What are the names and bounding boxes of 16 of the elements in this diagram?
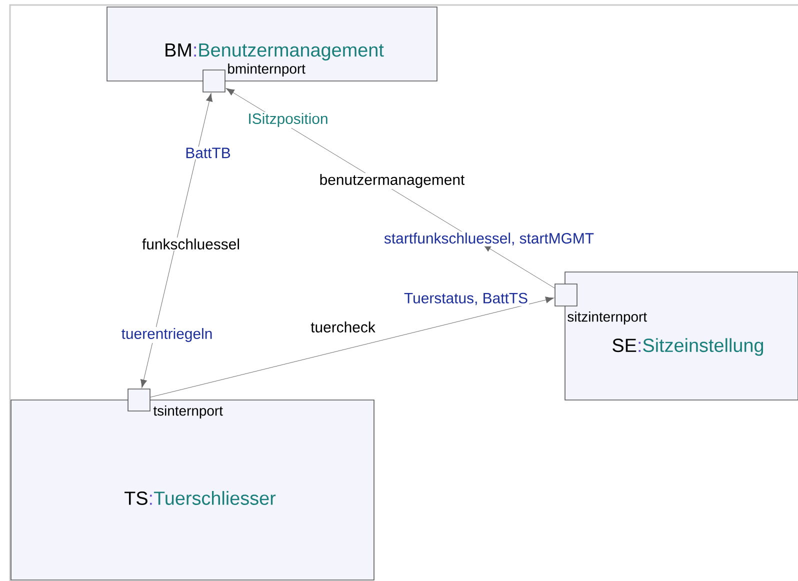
- interface-label: ISitzposition: [246, 112, 330, 128]
- port-label: tsinternport: [153, 406, 223, 418]
- connector-arrow: [150, 296, 554, 398]
- connector-arrow: [140, 93, 213, 388]
- port-label: sitzinternport: [568, 312, 647, 324]
- interface-label: Tuerstatus, BattTS: [403, 292, 530, 306]
- port-square: [202, 70, 226, 92]
- edge-label: benutzermanagement: [318, 173, 466, 189]
- edge-label: tuercheck: [310, 320, 376, 334]
- port-square: [554, 284, 578, 306]
- interface-label: BattTB: [184, 146, 232, 160]
- port-square: [128, 388, 150, 412]
- interface-label: startfunkschluessel, startMGMT: [382, 232, 596, 246]
- edge-label: funkschluessel: [141, 238, 242, 250]
- port-label: bminternport: [228, 64, 306, 76]
- interface-label: tuerentriegeln: [120, 327, 214, 343]
